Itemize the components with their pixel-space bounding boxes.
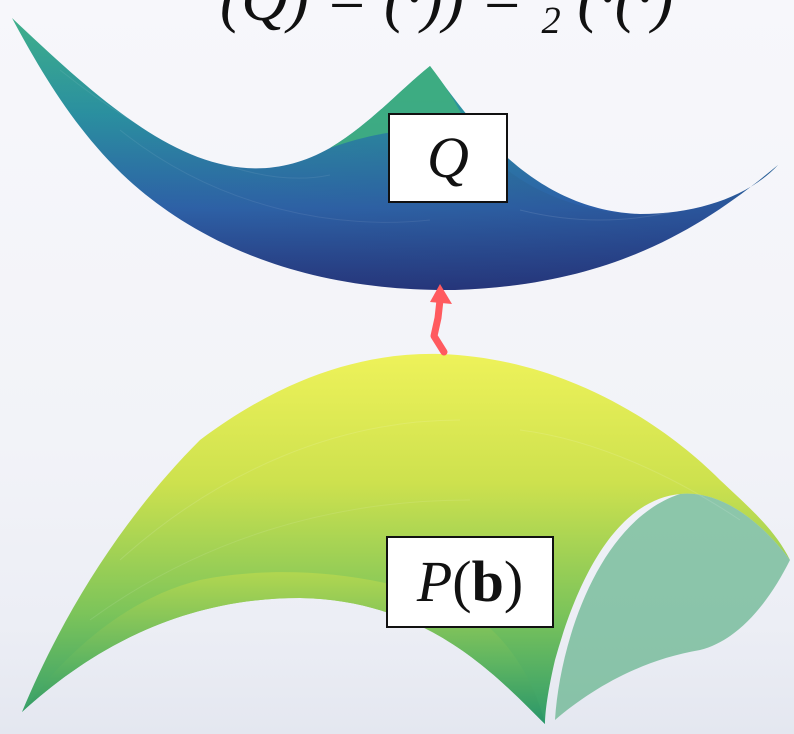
q-label-box: Q	[388, 113, 508, 203]
p-label-symbol: P	[416, 549, 453, 614]
q-label: Q	[427, 125, 469, 190]
p-label-open-paren: (	[452, 549, 472, 614]
top-formula-fragment: (Q) = (·)) = ₂ (·(·)	[220, 0, 673, 36]
connection-arrow	[430, 284, 452, 356]
p-label-box: P(b)	[386, 536, 554, 628]
p-label-argument: b	[471, 549, 504, 614]
p-label-close-paren: )	[503, 549, 524, 614]
